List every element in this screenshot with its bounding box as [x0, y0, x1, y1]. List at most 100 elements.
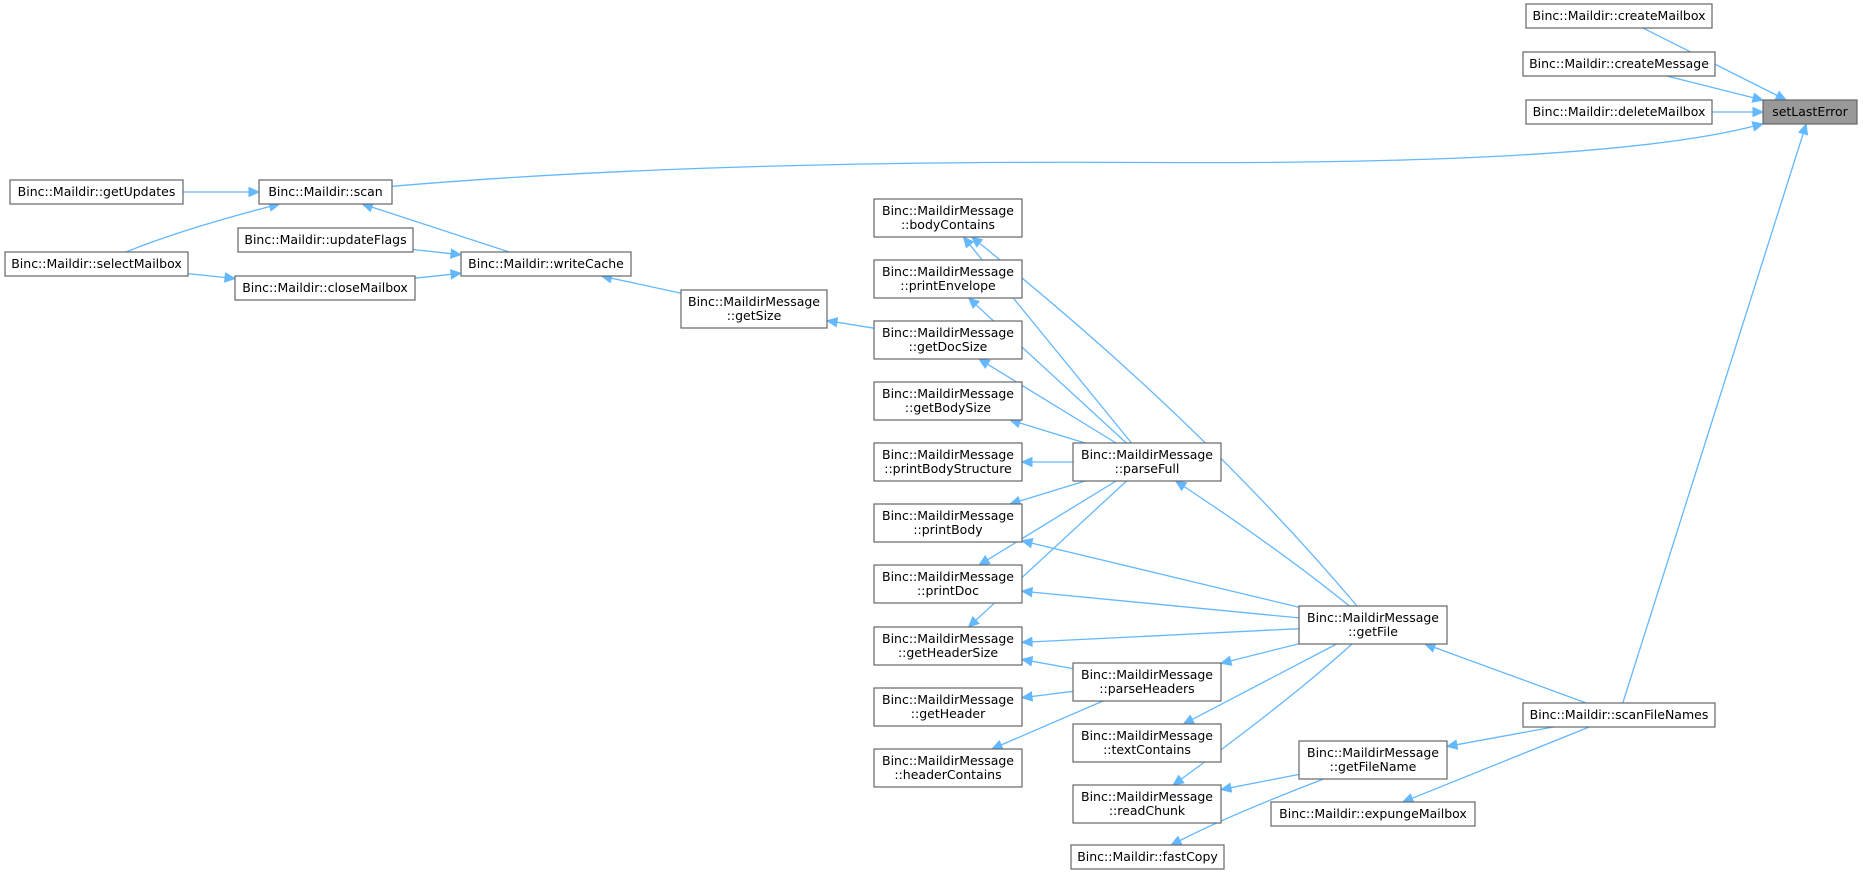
node-label: ::bodyContains	[901, 217, 995, 232]
arrowhead	[825, 317, 839, 328]
edge-line	[987, 480, 1117, 561]
node-label: Binc::Maildir::selectMailbox	[11, 256, 182, 271]
edge-line	[1019, 422, 1086, 444]
edge-get-size-to-write-cache	[600, 273, 682, 294]
node-expunge-mailbox[interactable]: Binc::Maildir::expungeMailbox	[1270, 801, 1476, 827]
node-box	[258, 179, 393, 205]
edge-line	[1179, 778, 1324, 842]
arrowhead	[1020, 456, 1033, 468]
node-close-mailbox[interactable]: Binc::Maildir::closeMailbox	[234, 275, 416, 301]
node-get-header[interactable]: Binc::MaildirMessage::getHeader	[873, 687, 1023, 727]
edge-delete-mailbox-to-set-last-error	[1712, 106, 1765, 118]
node-label: Binc::MaildirMessage	[1081, 789, 1213, 804]
edge-get-file-to-parse-headers	[1219, 643, 1300, 666]
edge-line	[371, 206, 510, 253]
node-delete-mailbox[interactable]: Binc::Maildir::deleteMailbox	[1525, 99, 1713, 125]
node-write-cache[interactable]: Binc::Maildir::writeCache	[460, 251, 632, 277]
node-box	[873, 564, 1023, 604]
node-label: ::printBody	[913, 522, 983, 537]
node-set-last-error[interactable]: setLastError	[1762, 99, 1858, 125]
node-label: Binc::Maildir::scanFileNames	[1530, 707, 1709, 722]
node-body-contains[interactable]: Binc::MaildirMessage::bodyContains	[873, 198, 1023, 238]
node-box	[873, 687, 1023, 727]
edge-get-file-to-body-contains	[970, 236, 1358, 607]
nodes-layer: setLastError Binc::Maildir::createMailbox…	[4, 3, 1858, 870]
edge-line	[1230, 643, 1300, 662]
node-read-chunk[interactable]: Binc::MaildirMessage::readChunk	[1072, 784, 1222, 824]
node-box	[873, 198, 1023, 238]
node-parse-headers[interactable]: Binc::MaildirMessage::parseHeaders	[1072, 662, 1222, 702]
node-label: Binc::MaildirMessage	[688, 294, 820, 309]
node-select-mailbox[interactable]: Binc::Maildir::selectMailbox	[4, 251, 189, 277]
node-box	[1525, 99, 1713, 125]
arrowhead	[1774, 90, 1788, 101]
node-get-updates[interactable]: Binc::Maildir::getUpdates	[9, 179, 184, 205]
edge-line	[1666, 75, 1754, 99]
node-get-file-name[interactable]: Binc::MaildirMessage::getFileName	[1298, 740, 1448, 780]
edge-line	[1031, 628, 1300, 643]
node-scan[interactable]: Binc::Maildir::scan	[258, 179, 393, 205]
node-label: Binc::MaildirMessage	[882, 447, 1014, 462]
node-label: ::headerContains	[894, 767, 1001, 782]
node-label: ::getHeaderSize	[898, 645, 998, 660]
arrowhead	[977, 554, 991, 566]
node-box	[1070, 844, 1225, 870]
arrowhead	[1401, 793, 1415, 803]
node-label: Binc::MaildirMessage	[882, 692, 1014, 707]
node-label: Binc::Maildir::createMailbox	[1532, 8, 1705, 23]
arrowhead	[977, 358, 991, 370]
node-label: ::parseHeaders	[1099, 681, 1194, 696]
node-get-body-size[interactable]: Binc::MaildirMessage::getBodySize	[873, 381, 1023, 421]
node-create-message[interactable]: Binc::Maildir::createMessage	[1522, 51, 1716, 77]
edge-scan-file-names-to-get-file-name	[1445, 726, 1554, 750]
edge-line	[1019, 480, 1086, 502]
node-label: ::textContains	[1103, 742, 1191, 757]
arrowhead	[1751, 92, 1765, 103]
node-label: Binc::MaildirMessage	[882, 631, 1014, 646]
node-label: Binc::MaildirMessage	[882, 325, 1014, 340]
arrowhead	[248, 186, 261, 198]
node-header-contains[interactable]: Binc::MaildirMessage::headerContains	[873, 748, 1023, 788]
edge-line	[391, 125, 1754, 187]
edges-layer	[125, 27, 1809, 846]
edge-line	[1031, 542, 1300, 608]
edge-parse-full-to-print-body-structure	[1020, 456, 1073, 468]
arrowhead	[1020, 586, 1033, 598]
edge-line	[1230, 773, 1300, 789]
node-update-flags[interactable]: Binc::Maildir::updateFlags	[237, 227, 414, 253]
arrowhead	[1752, 106, 1765, 118]
arrowhead	[970, 236, 984, 248]
node-label: Binc::Maildir::createMessage	[1529, 56, 1709, 71]
arrowhead	[1174, 480, 1188, 492]
node-print-envelope[interactable]: Binc::MaildirMessage::printEnvelope	[873, 259, 1023, 299]
node-parse-full[interactable]: Binc::MaildirMessage::parseFull	[1072, 442, 1222, 482]
node-create-mailbox[interactable]: Binc::Maildir::createMailbox	[1525, 3, 1713, 29]
node-label: ::getBodySize	[905, 400, 991, 415]
node-box	[873, 503, 1023, 543]
node-get-header-size[interactable]: Binc::MaildirMessage::getHeaderSize	[873, 626, 1023, 666]
node-label: ::printEnvelope	[900, 278, 996, 293]
node-get-doc-size[interactable]: Binc::MaildirMessage::getDocSize	[873, 320, 1023, 360]
edge-parse-full-to-print-doc	[977, 480, 1117, 566]
node-box	[680, 289, 828, 329]
edge-get-file-to-get-header-size	[1020, 628, 1300, 648]
node-print-doc[interactable]: Binc::MaildirMessage::printDoc	[873, 564, 1023, 604]
node-get-size[interactable]: Binc::MaildirMessage::getSize	[680, 289, 828, 329]
node-get-file[interactable]: Binc::MaildirMessage::getFile	[1298, 605, 1448, 645]
node-box	[4, 251, 189, 277]
node-fast-copy[interactable]: Binc::Maildir::fastCopy	[1070, 844, 1225, 870]
edge-get-file-to-print-body	[1020, 538, 1300, 608]
edge-line	[1434, 646, 1587, 704]
node-text-contains[interactable]: Binc::MaildirMessage::textContains	[1072, 723, 1222, 763]
node-label: Binc::Maildir::closeMailbox	[242, 280, 408, 295]
edge-line	[414, 273, 452, 279]
node-print-body[interactable]: Binc::MaildirMessage::printBody	[873, 503, 1023, 543]
edge-close-mailbox-to-write-cache	[414, 269, 463, 280]
edge-parse-full-to-get-doc-size	[977, 358, 1117, 444]
arrowhead	[1172, 774, 1185, 786]
node-box	[234, 275, 416, 301]
node-scan-file-names[interactable]: Binc::Maildir::scanFileNames	[1522, 702, 1716, 728]
node-print-body-structure[interactable]: Binc::MaildirMessage::printBodyStructure	[873, 442, 1023, 482]
edge-parse-full-to-print-body	[1008, 480, 1086, 506]
